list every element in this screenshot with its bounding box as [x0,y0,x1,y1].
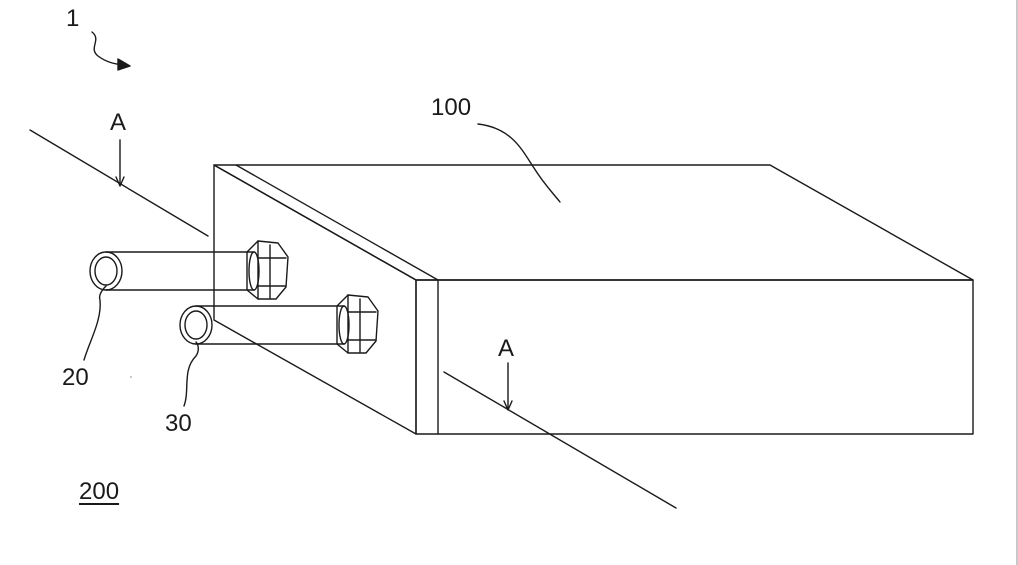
leader-line-1 [91,31,125,66]
label-device-1: 1 [66,5,80,32]
pipe-30 [179,294,379,354]
pipe-20 [89,240,289,300]
pipe-30-inner-end [184,310,208,340]
leader-line-30 [183,341,199,407]
label-section-a-2: A [498,335,515,362]
pipe-30-nut [336,294,379,354]
pipe-30-outer-end [179,305,213,345]
pipe-30-collar [338,305,350,345]
speck [130,376,132,378]
label-pipe-30: 30 [165,410,192,437]
section-arrowhead-1 [115,176,125,187]
housing-front-face [415,279,974,435]
housing-box [213,164,974,435]
pipe-20-collar [248,251,260,291]
label-housing-100: 100 [431,94,472,121]
label-section-a-1: A [110,109,127,136]
leader-line-20 [83,285,107,361]
housing-top-face [213,164,974,281]
right-edge-border [1016,0,1018,565]
pipe-20-inner-end [94,256,118,286]
label-assembly-200: 200 [79,478,120,505]
section-line-lower [443,371,677,509]
leader-arrowhead-1 [117,58,131,71]
section-line-a [29,129,677,509]
section-arrowhead-2 [503,400,513,411]
leader-line-100 [477,123,561,203]
top-bevel-line [235,164,439,281]
label-pipe-20: 20 [62,364,89,391]
pipe-20-nut [246,240,289,300]
pipe-20-outer-end [89,251,123,291]
housing-end-face [213,164,417,435]
